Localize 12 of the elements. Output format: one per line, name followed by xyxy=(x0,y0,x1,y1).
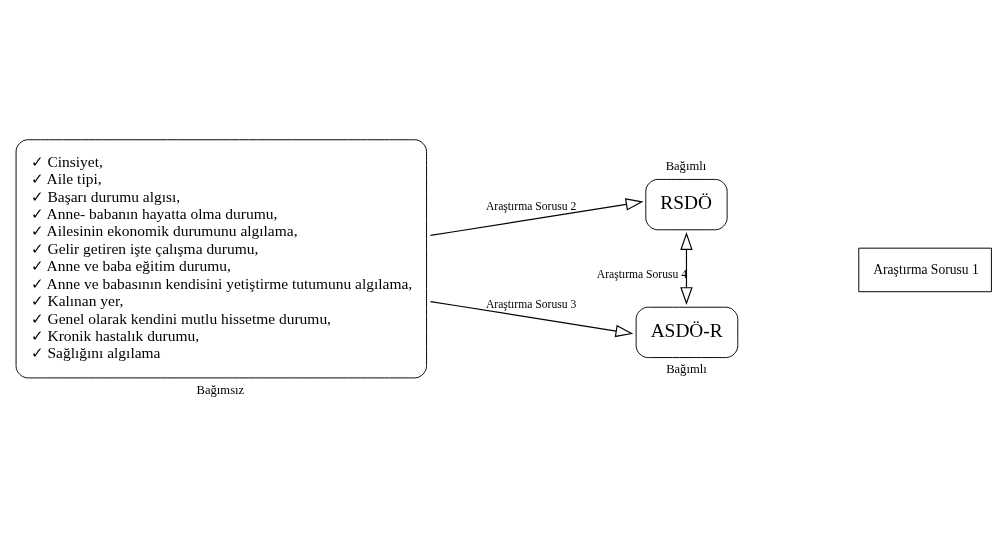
node-box: ASDÖ-R xyxy=(635,306,739,358)
node-box: ✓ Cinsiyet, ✓ Aile tipi, ✓ Başarı durumu algısı, ✓ Anne- babanın hayatta olma durumu, ✓ Ailesinin ekonomik durumunu algılama, ✓ Gelir getiren işte çalışma durumu, ✓ Anne ve baba eğitim durumu, ✓ Anne ve babasının kendisini yetiştirme tutumunu algılama, ✓ Kalınan yer, ✓ Genel olarak kendini mutlu hissetme durumu, ✓ Kronik hastalık durumu, ✓ Sağlığını algılama xyxy=(15,138,428,378)
edge-label: Araştırma Sorusu 2 xyxy=(485,199,577,213)
node-label: Bağımlı xyxy=(665,158,707,173)
edge-label: Araştırma Sorusu 3 xyxy=(485,297,577,311)
arrow xyxy=(680,231,693,305)
arrow xyxy=(429,300,634,337)
node-label: Bağımlı xyxy=(666,361,707,376)
arrow xyxy=(429,197,644,236)
node-box: RSDÖ xyxy=(645,178,728,230)
node-label: Bağımsız xyxy=(196,382,245,397)
node-box: Araştırma Sorusu 1 xyxy=(858,247,992,292)
